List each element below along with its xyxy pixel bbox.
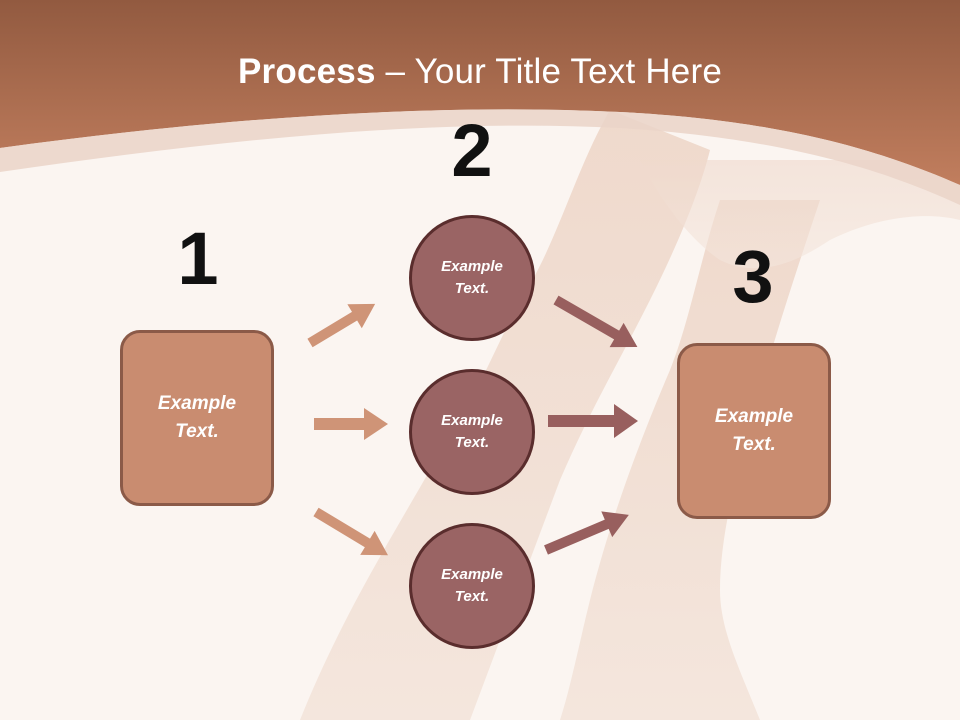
step-number-1: 1: [177, 217, 219, 300]
header-band: [0, 0, 960, 185]
right-box-label: Example Text.: [714, 405, 794, 456]
step-number-2: 2: [451, 109, 493, 192]
step-number-3: 3: [732, 235, 774, 318]
arrow-left-to-middle: [314, 408, 388, 440]
circle-bottom: Example Text.: [409, 523, 535, 649]
circle-middle: Example Text.: [409, 369, 535, 495]
slide-title: Process – Your Title Text Here: [0, 52, 960, 92]
circle-top-label: Example Text.: [441, 257, 503, 298]
arrow-top-to-right: [553, 295, 638, 348]
left-process-box: Example Text.: [120, 330, 274, 506]
arrow-left-to-top: [307, 303, 376, 348]
arrow-left-to-bottom: [313, 507, 389, 556]
header-swoosh: [0, 109, 960, 205]
left-box-label: Example Text.: [157, 392, 237, 443]
title-bold: Process: [238, 52, 376, 91]
arrow-bottom-to-right: [544, 511, 629, 555]
circle-bottom-label: Example Text.: [441, 565, 503, 606]
arrow-middle-to-right: [548, 404, 638, 438]
circle-middle-label: Example Text.: [441, 411, 503, 452]
title-rest: – Your Title Text Here: [375, 52, 722, 91]
right-process-box: Example Text.: [677, 343, 831, 519]
circle-top: Example Text.: [409, 215, 535, 341]
